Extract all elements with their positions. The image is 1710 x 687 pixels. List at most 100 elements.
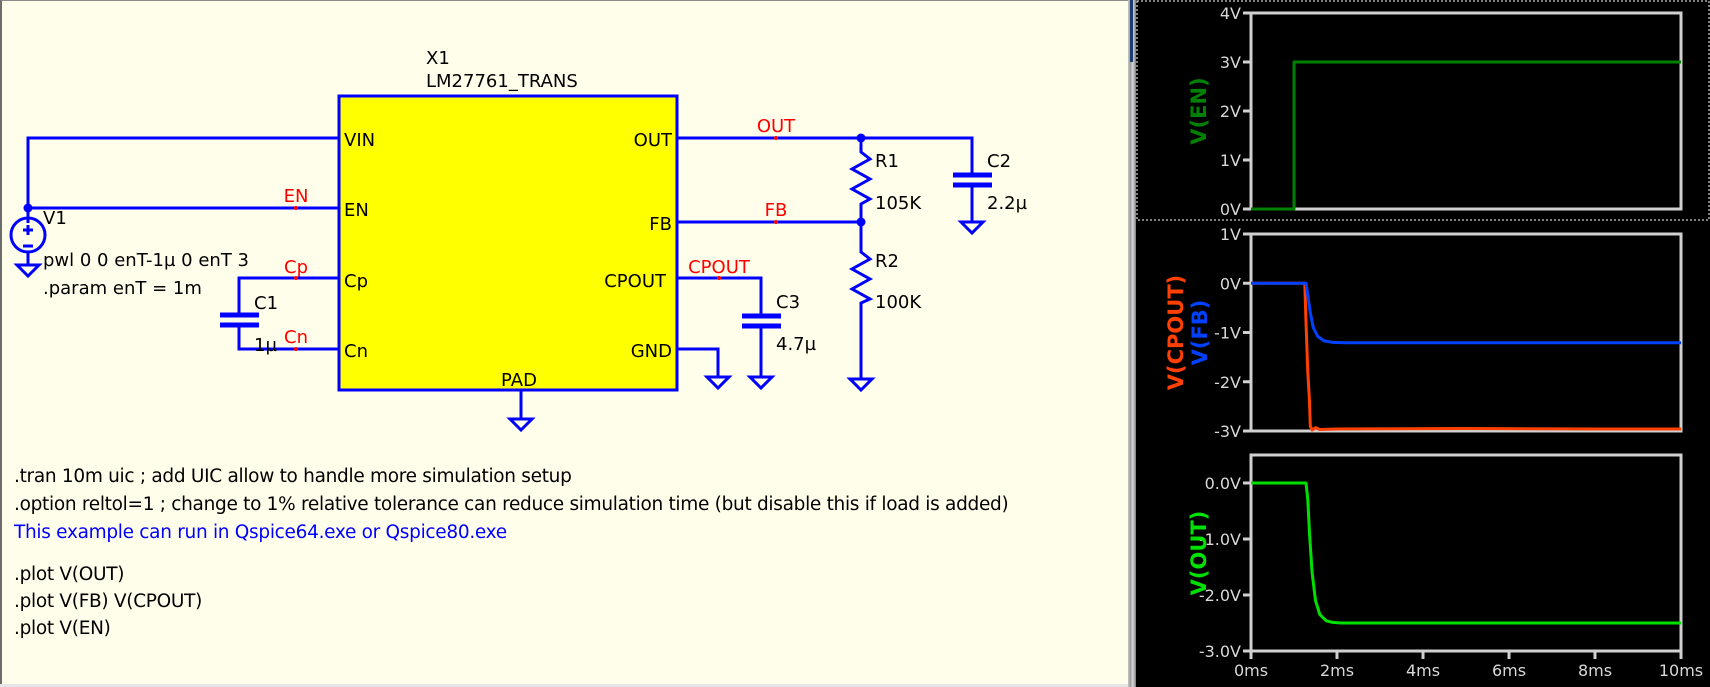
- ic-body[interactable]: [337, 94, 679, 392]
- r1-ref: R1: [875, 151, 899, 172]
- r1-value: 105K: [875, 193, 922, 214]
- voltage-source-v1[interactable]: [9, 216, 47, 279]
- comment-text[interactable]: This example can run in Qspice64.exe or …: [14, 522, 507, 543]
- pin-gnd: GND: [631, 341, 672, 362]
- pin-cn: Cn: [344, 341, 368, 362]
- trace-v-fb[interactable]: [1251, 281, 1681, 345]
- trace-v-en[interactable]: [1251, 60, 1681, 211]
- param-directive: .param enT = 1m: [43, 278, 202, 299]
- x-tick-label: 6ms: [1492, 661, 1526, 680]
- pin-cpout: CPOUT: [604, 271, 667, 292]
- plot-frame: [1249, 453, 1683, 653]
- plot-pane-fb-cpout[interactable]: -3V -2V -1V 0V 1V V(CPOUT)V(FB): [1164, 225, 1683, 441]
- waveform-viewer[interactable]: 0V 1V 2V 3V 4V V(EN) -3V -2V -1V 0V 1V V(CPOUT)V(F…: [1136, 0, 1710, 687]
- schematic-editor[interactable]: X1 LM27761_TRANS VIN EN Cp Cn OUT FB CPO…: [0, 0, 1128, 684]
- net-label-cp: Cp: [284, 257, 308, 278]
- trace-v-out[interactable]: [1251, 481, 1681, 625]
- ground-icon: [957, 220, 987, 236]
- status-strip: [0, 684, 1128, 687]
- capacitor-c1[interactable]: [220, 312, 259, 328]
- trace-label[interactable]: V(FB): [1188, 300, 1212, 366]
- x-tick-label: 2ms: [1320, 661, 1354, 680]
- net-label-cn: Cn: [284, 327, 308, 348]
- y-tick-label: 0.0V: [1205, 474, 1241, 493]
- directive-plot-fb-cpout[interactable]: .plot V(FB) V(CPOUT): [14, 591, 203, 612]
- wire-cpout[interactable]: [677, 276, 763, 314]
- ic-ref: X1: [426, 48, 450, 69]
- pin-vin: VIN: [344, 130, 375, 151]
- net-label-fb: FB: [765, 200, 788, 221]
- c3-ref: C3: [776, 292, 800, 313]
- net-dot: [717, 276, 721, 280]
- c2-ref: C2: [987, 151, 1011, 172]
- x-tick-label: 0ms: [1234, 661, 1268, 680]
- wire-gnd[interactable]: [677, 347, 720, 377]
- directive-option[interactable]: .option reltol=1 ; change to 1% relative…: [14, 494, 1009, 515]
- x-tick-label: 10ms: [1659, 661, 1703, 680]
- c3-value: 4.7µ: [776, 334, 817, 355]
- schematic-canvas[interactable]: X1 LM27761_TRANS VIN EN Cp Cn OUT FB CPO…: [2, 1, 1130, 685]
- y-tick-label: 1V: [1220, 151, 1241, 170]
- net-dot: [294, 206, 298, 210]
- y-tick-label: 0V: [1220, 274, 1241, 293]
- r2-ref: R2: [875, 251, 899, 272]
- wire-vin[interactable]: [26, 136, 339, 223]
- v1-value: pwl 0 0 enT-1µ 0 enT 3: [43, 250, 249, 271]
- directive-tran[interactable]: .tran 10m uic ; add UIC allow to handle …: [14, 466, 572, 487]
- trace-v-cpout[interactable]: [1251, 281, 1681, 432]
- r2-value: 100K: [875, 292, 922, 313]
- pin-fb: FB: [649, 214, 672, 235]
- y-tick-label: -3V: [1214, 422, 1241, 441]
- ground-icon: [13, 263, 43, 279]
- ground-icon: [506, 417, 536, 433]
- waveform-canvas[interactable]: 0V 1V 2V 3V 4V V(EN) -3V -2V -1V 0V 1V V(CPOUT)V(F…: [1136, 0, 1710, 687]
- plot-pane-en[interactable]: 0V 1V 2V 3V 4V V(EN): [1187, 4, 1683, 219]
- trace-label[interactable]: V(OUT): [1187, 511, 1211, 596]
- junction-dot: [23, 203, 33, 213]
- panel-splitter[interactable]: [1128, 0, 1136, 687]
- pin-cp: Cp: [344, 271, 368, 292]
- wire-cn[interactable]: [237, 324, 339, 351]
- directive-plot-en[interactable]: .plot V(EN): [14, 618, 111, 639]
- capacitor-c3[interactable]: [742, 313, 781, 377]
- x-tick-label: 4ms: [1406, 661, 1440, 680]
- net-label-cpout: CPOUT: [688, 257, 751, 278]
- pin-out: OUT: [634, 130, 673, 151]
- pin-en: EN: [344, 200, 369, 221]
- y-tick-label: 1V: [1220, 225, 1241, 244]
- ground-icon: [846, 377, 876, 393]
- wire-cp[interactable]: [237, 276, 339, 315]
- net-dot: [294, 276, 298, 280]
- pin-pad: PAD: [501, 370, 537, 391]
- x-tick-label: 8ms: [1578, 661, 1612, 680]
- y-tick-label: 4V: [1220, 4, 1241, 23]
- ground-icon: [746, 375, 776, 391]
- y-tick-label: -1V: [1214, 324, 1241, 343]
- active-pane-border: [1136, 0, 1710, 221]
- resistor-r1[interactable]: [848, 138, 874, 222]
- y-tick-label: -2V: [1214, 373, 1241, 392]
- y-tick-label: -3.0V: [1199, 642, 1241, 661]
- splitter-thumb[interactable]: [1130, 0, 1133, 62]
- trace-label[interactable]: V(CPOUT): [1164, 275, 1188, 390]
- y-tick-label: 3V: [1220, 53, 1241, 72]
- c1-ref: C1: [254, 293, 278, 314]
- trace-label[interactable]: V(EN): [1187, 77, 1211, 144]
- c1-value: 1µ: [254, 335, 277, 356]
- resistor-r2[interactable]: [848, 222, 874, 379]
- net-label-out: OUT: [757, 116, 796, 137]
- y-tick-label: 0V: [1220, 200, 1241, 219]
- y-tick-label: -2.0V: [1199, 586, 1241, 605]
- capacitor-c2[interactable]: [953, 172, 992, 222]
- v1-ref: V1: [43, 208, 67, 229]
- y-tick-label: -1.0V: [1199, 530, 1241, 549]
- plot-pane-out[interactable]: -3.0V -2.0V -1.0V 0.0V 0ms 2ms 4ms 6ms 8ms 10ms V(…: [1187, 453, 1703, 680]
- net-dot: [294, 347, 298, 351]
- c2-value: 2.2µ: [987, 193, 1028, 214]
- net-label-en: EN: [284, 186, 309, 207]
- wire-out[interactable]: [677, 136, 974, 173]
- net-dot: [774, 220, 778, 224]
- y-tick-label: 2V: [1220, 102, 1241, 121]
- net-dot: [774, 136, 778, 140]
- directive-plot-out[interactable]: .plot V(OUT): [14, 564, 125, 585]
